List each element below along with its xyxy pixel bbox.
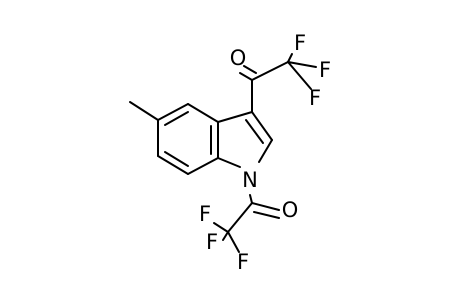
bond-c3a-c3 <box>217 111 253 123</box>
bond-benzene-inner-1 <box>164 111 189 126</box>
bond-ketone-double-a <box>239 72 253 81</box>
bond-benzene-5 <box>157 155 189 175</box>
bond-cf3-bottom-f1 <box>213 222 229 233</box>
bond-amide-double-b <box>253 211 280 219</box>
bond-lines <box>129 53 317 253</box>
atom-f-top-1: F <box>294 31 306 55</box>
atom-o-ketone: O <box>230 46 247 70</box>
atom-o-amide: O <box>282 198 299 222</box>
bond-n-carbonyl <box>249 194 253 204</box>
atom-f-bottom-2: F <box>206 230 218 254</box>
bond-ketone-double-b <box>243 65 257 74</box>
bond-cf3-bottom-f2 <box>222 231 229 241</box>
atom-f-bottom-3: F <box>237 250 249 274</box>
bond-cf3-bottom-f3 <box>227 231 240 253</box>
atom-f-top-2: F <box>319 58 331 82</box>
bond-cf3-top-f1 <box>287 53 293 63</box>
atom-labels: O F F F N O F F F <box>199 31 331 274</box>
bond-cf3-top-f3 <box>287 61 312 90</box>
atom-n-ring: N <box>242 168 258 192</box>
bond-benzene-inner-3 <box>164 151 189 167</box>
bond-carbonyl-cf3-bottom <box>227 202 253 233</box>
bond-carbonyl-cf3-top <box>251 61 289 81</box>
bond-cf3-top-f2 <box>287 61 317 68</box>
bond-c2-n <box>258 139 273 163</box>
bond-benzene-1 <box>157 103 189 121</box>
bond-n-c7a <box>217 157 241 168</box>
atom-f-bottom-1: F <box>199 202 211 226</box>
bond-benzene-4 <box>187 157 219 175</box>
bond-methyl <box>129 101 159 121</box>
bond-benzene-2 <box>187 103 219 123</box>
atom-f-top-3: F <box>309 86 321 110</box>
bond-c3-c2-inner <box>245 119 264 144</box>
bond-amide-double-a <box>251 202 280 211</box>
bond-c3-c2 <box>251 111 273 141</box>
